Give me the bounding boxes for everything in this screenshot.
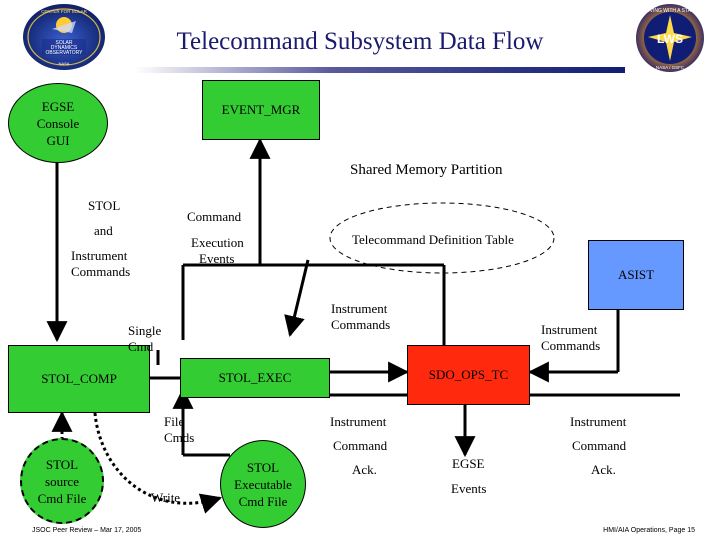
gui-label: GUI	[46, 132, 70, 148]
deftable-to-stolexec-arrow	[284, 259, 310, 338]
lws-logo-text: LWS	[657, 32, 683, 46]
stol-comp-label: STOL_COMP	[41, 371, 117, 386]
stol-label: STOL	[88, 198, 121, 213]
telecommand-def-table-label: Telecommand Definition Table	[352, 232, 514, 247]
instrument-commands-right-1: Instrument	[541, 322, 598, 337]
lws-logo-bottom-text: NASA / GSFC	[656, 65, 685, 70]
instrument-commands-left-1: Instrument	[71, 248, 128, 263]
egse-console-gui-node: EGSE Console GUI	[8, 83, 108, 163]
ack-right-3: Ack.	[591, 462, 616, 477]
stol-executable-file-node: STOL Executable Cmd File	[220, 440, 306, 528]
asist-node: ASIST	[588, 240, 684, 310]
instrument-commands-left-2: Commands	[71, 264, 131, 279]
file-cmds-2: Cmds	[164, 430, 195, 445]
console-label: Console	[36, 115, 80, 131]
footer-left: JSOC Peer Review – Mar 17, 2005	[32, 527, 142, 534]
event-mgr-node: EVENT_MGR	[202, 80, 320, 140]
stol-comp-node: STOL_COMP	[8, 345, 150, 413]
stol-source-file-node: STOL source Cmd File	[20, 438, 104, 524]
write-label: Write	[151, 490, 181, 505]
instrument-commands-mid-1: Instrument	[331, 301, 388, 316]
sdo-ops-tc-label: SDO_OPS_TC	[428, 367, 509, 382]
stol-exec-file-line2: Executable	[234, 476, 292, 492]
sdo-ops-tc-node: SDO_OPS_TC	[407, 345, 530, 405]
stol-source-line3: Cmd File	[37, 490, 87, 506]
write-arrow	[93, 412, 223, 514]
stol-source-line2: source	[45, 473, 79, 489]
sdo-logo-bottom-text: NASA	[59, 61, 70, 66]
egse-label: EGSE	[41, 98, 75, 114]
event-mgr-label: EVENT_MGR	[221, 102, 301, 117]
ack-left-2: Command	[333, 438, 388, 453]
sdo-logo: SOLAR DYNAMICS OBSERVATORY NASA CENTER F…	[22, 3, 106, 71]
page-title: Telecommand Subsystem Data Flow	[176, 28, 544, 55]
stol-source-line1: STOL	[45, 456, 79, 472]
execution-events-1: Execution	[191, 235, 244, 250]
and-label: and	[94, 223, 113, 238]
egse-events-1: EGSE	[452, 456, 485, 471]
stol-exec-file-line1: STOL	[246, 459, 280, 475]
ack-left-3: Ack.	[352, 462, 377, 477]
footer-right: HMI/AIA Operations, Page 15	[603, 527, 695, 534]
lws-logo-ring-text: LIVING WITH A STAR	[645, 8, 694, 14]
sdo-logo-ring-text: CENTER FOR SOLAR	[41, 9, 88, 14]
ack-left-1: Instrument	[330, 414, 387, 429]
shared-memory-label: Shared Memory Partition	[350, 162, 503, 178]
telecommand-def-table-outline	[329, 202, 555, 274]
single-cmd-1: Single	[128, 323, 162, 338]
egse-events-2: Events	[451, 481, 487, 496]
instrument-commands-mid-2: Commands	[331, 317, 391, 332]
file-cmds-1: File	[164, 414, 185, 429]
lws-logo: LWS LIVING WITH A STAR NASA / GSFC	[632, 3, 708, 73]
sdo-logo-text-3: OBSERVATORY	[45, 50, 83, 56]
stol-exec-file-line3: Cmd File	[238, 493, 288, 509]
instrument-commands-right-2: Commands	[541, 338, 601, 353]
sdo-logo-text-2: DYNAMICS	[51, 45, 78, 51]
execution-events-2: Events	[199, 251, 235, 266]
stol-exec-node: STOL_EXEC	[180, 358, 330, 398]
ack-right-2: Command	[572, 438, 627, 453]
single-cmd-2: Cmd	[128, 339, 154, 354]
command-label: Command	[187, 209, 242, 224]
title-rule	[135, 67, 625, 73]
stol-exec-label: STOL_EXEC	[218, 370, 292, 385]
sdo-logo-text-1: SOLAR	[56, 40, 73, 46]
ack-right-1: Instrument	[570, 414, 627, 429]
asist-label: ASIST	[617, 267, 655, 282]
